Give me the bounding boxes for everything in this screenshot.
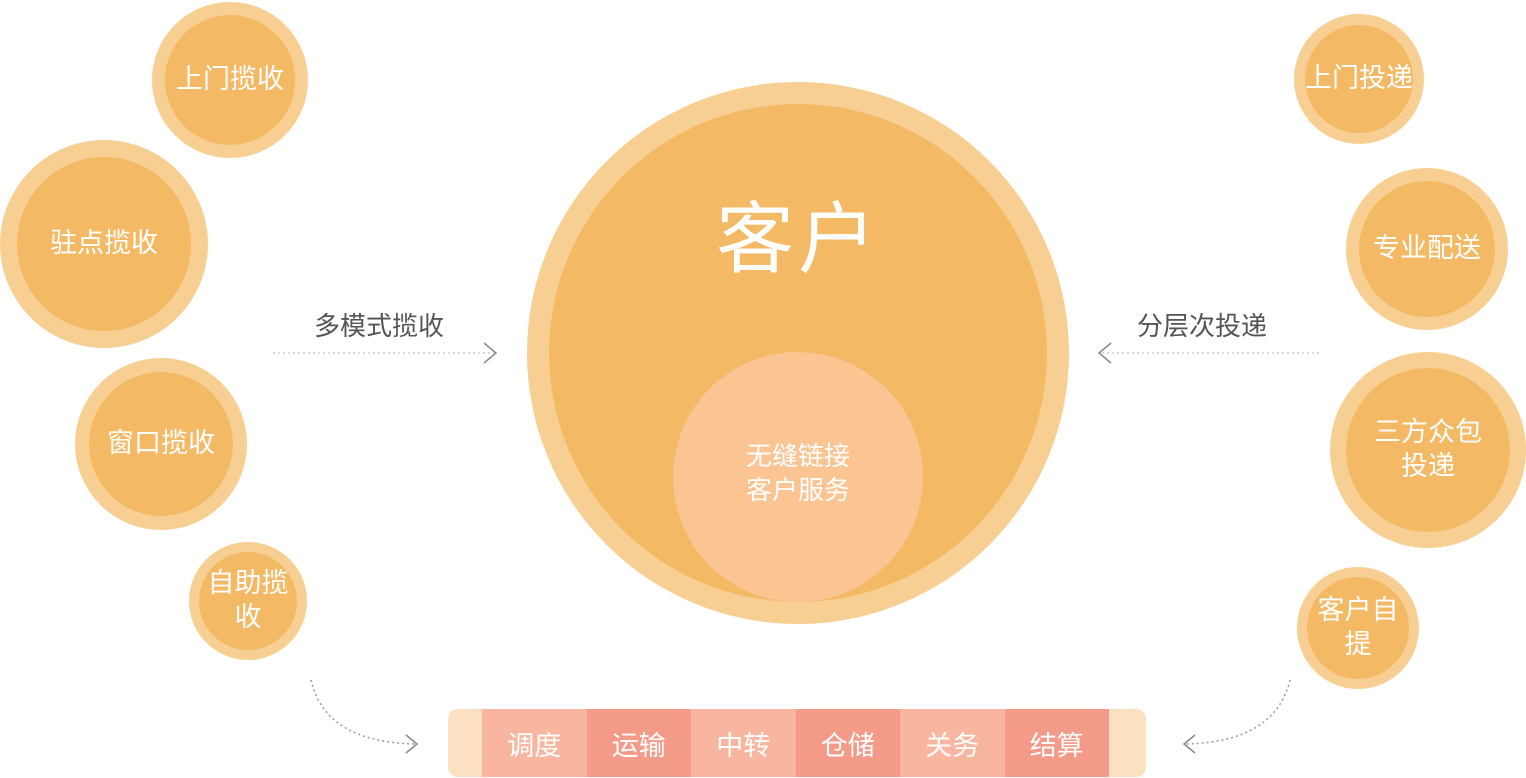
bottom-right-arrow-icon bbox=[1182, 734, 1196, 754]
bubble-label: 窗口揽收 bbox=[107, 428, 215, 459]
right-bubble-4: 客户自提 bbox=[1297, 567, 1419, 689]
right-bubble-3: 三方众包 投递 bbox=[1330, 352, 1526, 548]
left-bubble-1: 上门揽收 bbox=[152, 2, 308, 158]
left-bubble-2: 驻点揽收 bbox=[0, 140, 208, 348]
process-step: 仓储 bbox=[795, 709, 900, 777]
right-flow-label: 分层次投递 bbox=[1137, 312, 1268, 342]
bottom-left-arrow-icon bbox=[405, 734, 419, 754]
left-bubble-3: 窗口揽收 bbox=[75, 358, 247, 530]
left-bubble-4: 自助揽收 bbox=[189, 542, 307, 660]
bubble-label: 客户自提 bbox=[1317, 595, 1399, 660]
right-arrow-icon bbox=[1097, 342, 1112, 364]
bubble-label: 自助揽收 bbox=[207, 568, 289, 633]
process-steps: 调度 运输 中转 仓储 关务 结算 bbox=[482, 709, 1109, 777]
process-step: 结算 bbox=[1004, 709, 1109, 777]
right-bubble-2: 专业配送 bbox=[1346, 168, 1508, 330]
left-flow-label: 多模式揽收 bbox=[314, 312, 445, 342]
center-title: 客户 bbox=[715, 195, 880, 285]
core-text: 无缝链接 客户服务 bbox=[745, 442, 850, 506]
bottom-right-connector bbox=[1185, 679, 1291, 745]
bubble-label: 上门投递 bbox=[1305, 63, 1413, 94]
bubble-label: 专业配送 bbox=[1373, 233, 1481, 264]
process-step: 关务 bbox=[900, 709, 1005, 777]
bubble-label: 三方众包 投递 bbox=[1374, 417, 1482, 482]
left-arrow-icon bbox=[483, 342, 498, 364]
process-step: 中转 bbox=[691, 709, 796, 777]
process-step: 运输 bbox=[586, 709, 691, 777]
right-bubble-1: 上门投递 bbox=[1294, 14, 1424, 144]
core-circle bbox=[673, 352, 923, 602]
bottom-left-connector bbox=[310, 679, 416, 745]
bubble-label: 驻点揽收 bbox=[50, 228, 158, 259]
process-step: 调度 bbox=[482, 709, 587, 777]
bubble-label: 上门揽收 bbox=[176, 64, 284, 95]
